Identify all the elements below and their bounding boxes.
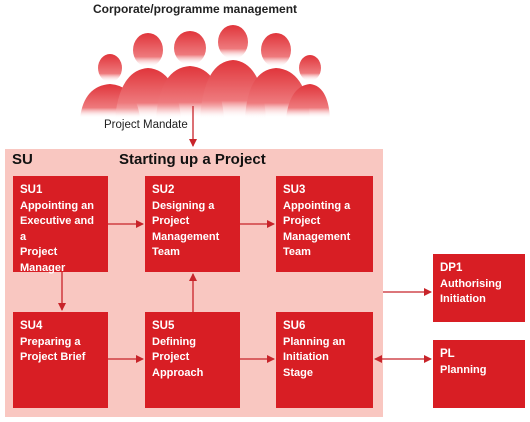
su1-code: SU1 <box>20 184 43 196</box>
process-title: Starting up a Project <box>119 151 266 168</box>
su5-box: SU5 Defining Project Approach <box>145 312 240 408</box>
su1-box: SU1 Appointing an Executive and a Projec… <box>13 176 108 274</box>
su3-description: Appointing a Project Management Team <box>283 199 351 259</box>
su5-code: SU5 <box>152 320 175 332</box>
dp1-box: DP1 Authorising Initiation <box>433 254 525 322</box>
su4-description: Preparing a Project Brief <box>20 335 86 364</box>
su4-box: SU4 Preparing a Project Brief <box>13 312 108 408</box>
process-code: SU <box>12 151 33 168</box>
su2-description: Designing a Project Management Team <box>152 199 220 259</box>
pl-box: PL Planning <box>433 340 525 408</box>
project-mandate-label: Project Mandate <box>104 119 188 131</box>
su2-box: SU2 Designing a Project Management Team <box>145 176 240 272</box>
corporate-management-title: Corporate/programme management <box>92 2 298 16</box>
people-group-icon <box>80 25 330 118</box>
su4-code: SU4 <box>20 320 43 332</box>
dp1-code: DP1 <box>440 262 463 274</box>
pl-code: PL <box>440 348 455 360</box>
su2-code: SU2 <box>152 184 175 196</box>
su5-description: Defining Project Approach <box>152 335 204 379</box>
su3-code: SU3 <box>283 184 306 196</box>
dp1-description: Authorising Initiation <box>440 277 502 306</box>
su6-code: SU6 <box>283 320 306 332</box>
pl-description: Planning <box>440 363 487 376</box>
su6-box: SU6 Planning an Initiation Stage <box>276 312 373 408</box>
su6-description: Planning an Initiation Stage <box>283 335 346 379</box>
su3-box: SU3 Appointing a Project Management Team <box>276 176 373 272</box>
su1-description: Appointing an Executive and a Project Ma… <box>20 199 94 274</box>
